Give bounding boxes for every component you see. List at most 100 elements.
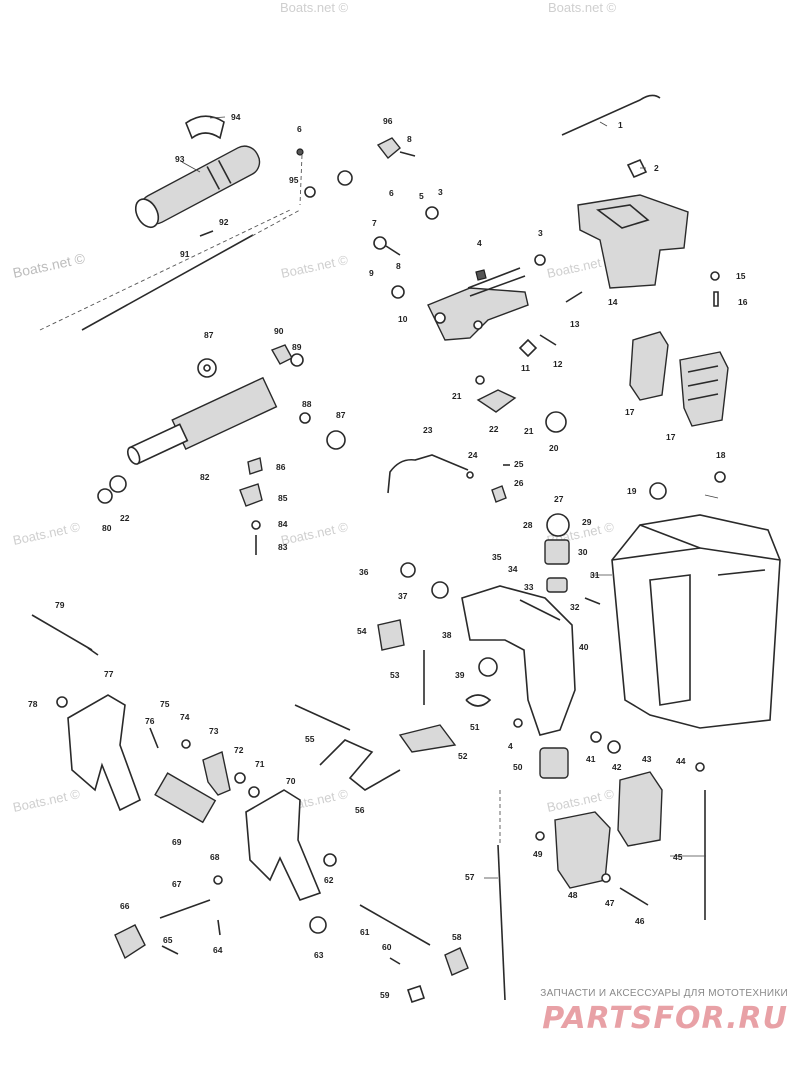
- callout-8: 8: [407, 134, 412, 144]
- callout-46: 46: [635, 916, 645, 926]
- callout-87: 87: [336, 410, 346, 420]
- callout-72: 72: [234, 745, 244, 755]
- through-bolt: [31, 614, 93, 651]
- callout-42: 42: [612, 762, 622, 772]
- pin: [199, 230, 214, 237]
- shift-link-rod: [561, 94, 661, 136]
- callout-15: 15: [736, 271, 746, 281]
- callout-25: 25: [514, 459, 524, 469]
- callout-22: 22: [489, 424, 499, 434]
- callout-71: 71: [255, 759, 265, 769]
- callout-6: 6: [297, 124, 302, 134]
- callout-82: 82: [200, 472, 210, 482]
- callout-47: 47: [605, 898, 615, 908]
- callout-16: 16: [738, 297, 748, 307]
- callout-21: 21: [452, 391, 462, 401]
- callout-labels: 1 2 3 3 4 4 5 6 6 7 8 8 9 10 11 12 13 14…: [28, 112, 748, 1000]
- cover-plates-group: [629, 331, 729, 427]
- left-clamp-bracket: [67, 694, 141, 812]
- callout-70: 70: [286, 776, 296, 786]
- callout-52: 52: [458, 751, 468, 761]
- callout-4: 4: [508, 741, 513, 751]
- shift-rod: [387, 454, 469, 494]
- callout-17: 17: [666, 432, 676, 442]
- callout-1: 1: [618, 120, 623, 130]
- callout-40: 40: [579, 642, 589, 652]
- callout-67: 67: [172, 879, 182, 889]
- callout-38: 38: [442, 630, 452, 640]
- callout-92: 92: [219, 217, 229, 227]
- watermark-text: Boats.net ©: [12, 519, 82, 548]
- watermark-text: Boats.net ©: [280, 519, 350, 548]
- swivel-tube: [171, 376, 278, 450]
- callout-59: 59: [380, 990, 390, 1000]
- callout-60: 60: [382, 942, 392, 952]
- clamp-pad: [154, 772, 217, 824]
- pivot-tube-group: [97, 344, 346, 555]
- callout-2: 2: [654, 163, 659, 173]
- tiller-rod: [81, 234, 254, 331]
- clamp-bracket-group: [31, 614, 337, 960]
- bushing: [337, 170, 353, 186]
- callout-33: 33: [524, 582, 534, 592]
- callout-43: 43: [642, 754, 652, 764]
- callout-17: 17: [625, 407, 635, 417]
- callout-49: 49: [533, 849, 543, 859]
- callout-56: 56: [355, 805, 365, 815]
- thumb-screw-bracket: [202, 751, 231, 796]
- callout-54: 54: [357, 626, 367, 636]
- callout-26: 26: [514, 478, 524, 488]
- callout-62: 62: [324, 875, 334, 885]
- callout-58: 58: [452, 932, 462, 942]
- swivel-housing: [611, 514, 781, 729]
- callout-93: 93: [175, 154, 185, 164]
- tilt-lock-group: [294, 704, 506, 1004]
- tiller-grip-group: [39, 115, 416, 331]
- callout-29: 29: [582, 517, 592, 527]
- leader-lines: [181, 116, 719, 879]
- washer: [304, 186, 316, 198]
- upper-bracket-group: [561, 94, 720, 307]
- right-clamp-bracket: [245, 789, 322, 901]
- callout-3: 3: [438, 187, 443, 197]
- bushing: [544, 539, 570, 565]
- callout-5: 5: [419, 191, 424, 201]
- steering-arm: [461, 585, 576, 736]
- callout-95: 95: [289, 175, 299, 185]
- clamp-half-a: [617, 771, 663, 847]
- throttle-bracket-group: [373, 206, 567, 433]
- callout-9: 9: [369, 268, 374, 278]
- lower-housing-group: [535, 471, 781, 920]
- callout-96: 96: [383, 116, 393, 126]
- callout-64: 64: [213, 945, 223, 955]
- callout-11: 11: [521, 363, 530, 373]
- stern-tube: [497, 844, 506, 1001]
- watermark-text: Boats.net ©: [548, 0, 617, 15]
- callout-75: 75: [160, 699, 170, 709]
- callout-55: 55: [305, 734, 315, 744]
- callout-34: 34: [508, 564, 518, 574]
- callout-77: 77: [104, 669, 114, 679]
- callout-86: 86: [276, 462, 286, 472]
- spring-clip: [465, 694, 492, 707]
- steering-arm-group: [377, 454, 601, 753]
- swivel-bracket-cover: [577, 194, 689, 289]
- watermark-text: Boats.net ©: [546, 786, 616, 815]
- watermark-layer: Boats.net © Boats.net © Boats.net © Boat…: [11, 0, 616, 815]
- callout-23: 23: [423, 425, 433, 435]
- callout-45: 45: [673, 852, 683, 862]
- callout-37: 37: [398, 591, 408, 601]
- callout-12: 12: [553, 359, 563, 369]
- callout-24: 24: [468, 450, 478, 460]
- callout-87: 87: [204, 330, 214, 340]
- callout-84: 84: [278, 519, 288, 529]
- callout-20: 20: [549, 443, 559, 453]
- callout-41: 41: [586, 754, 596, 764]
- callout-32: 32: [570, 602, 580, 612]
- callout-31: 31: [590, 570, 600, 580]
- callout-80: 80: [102, 523, 112, 533]
- callout-65: 65: [163, 935, 173, 945]
- brand-logo: PARTSFOR.RU: [542, 1001, 788, 1036]
- callout-94: 94: [231, 112, 241, 122]
- friction-block: [476, 389, 517, 413]
